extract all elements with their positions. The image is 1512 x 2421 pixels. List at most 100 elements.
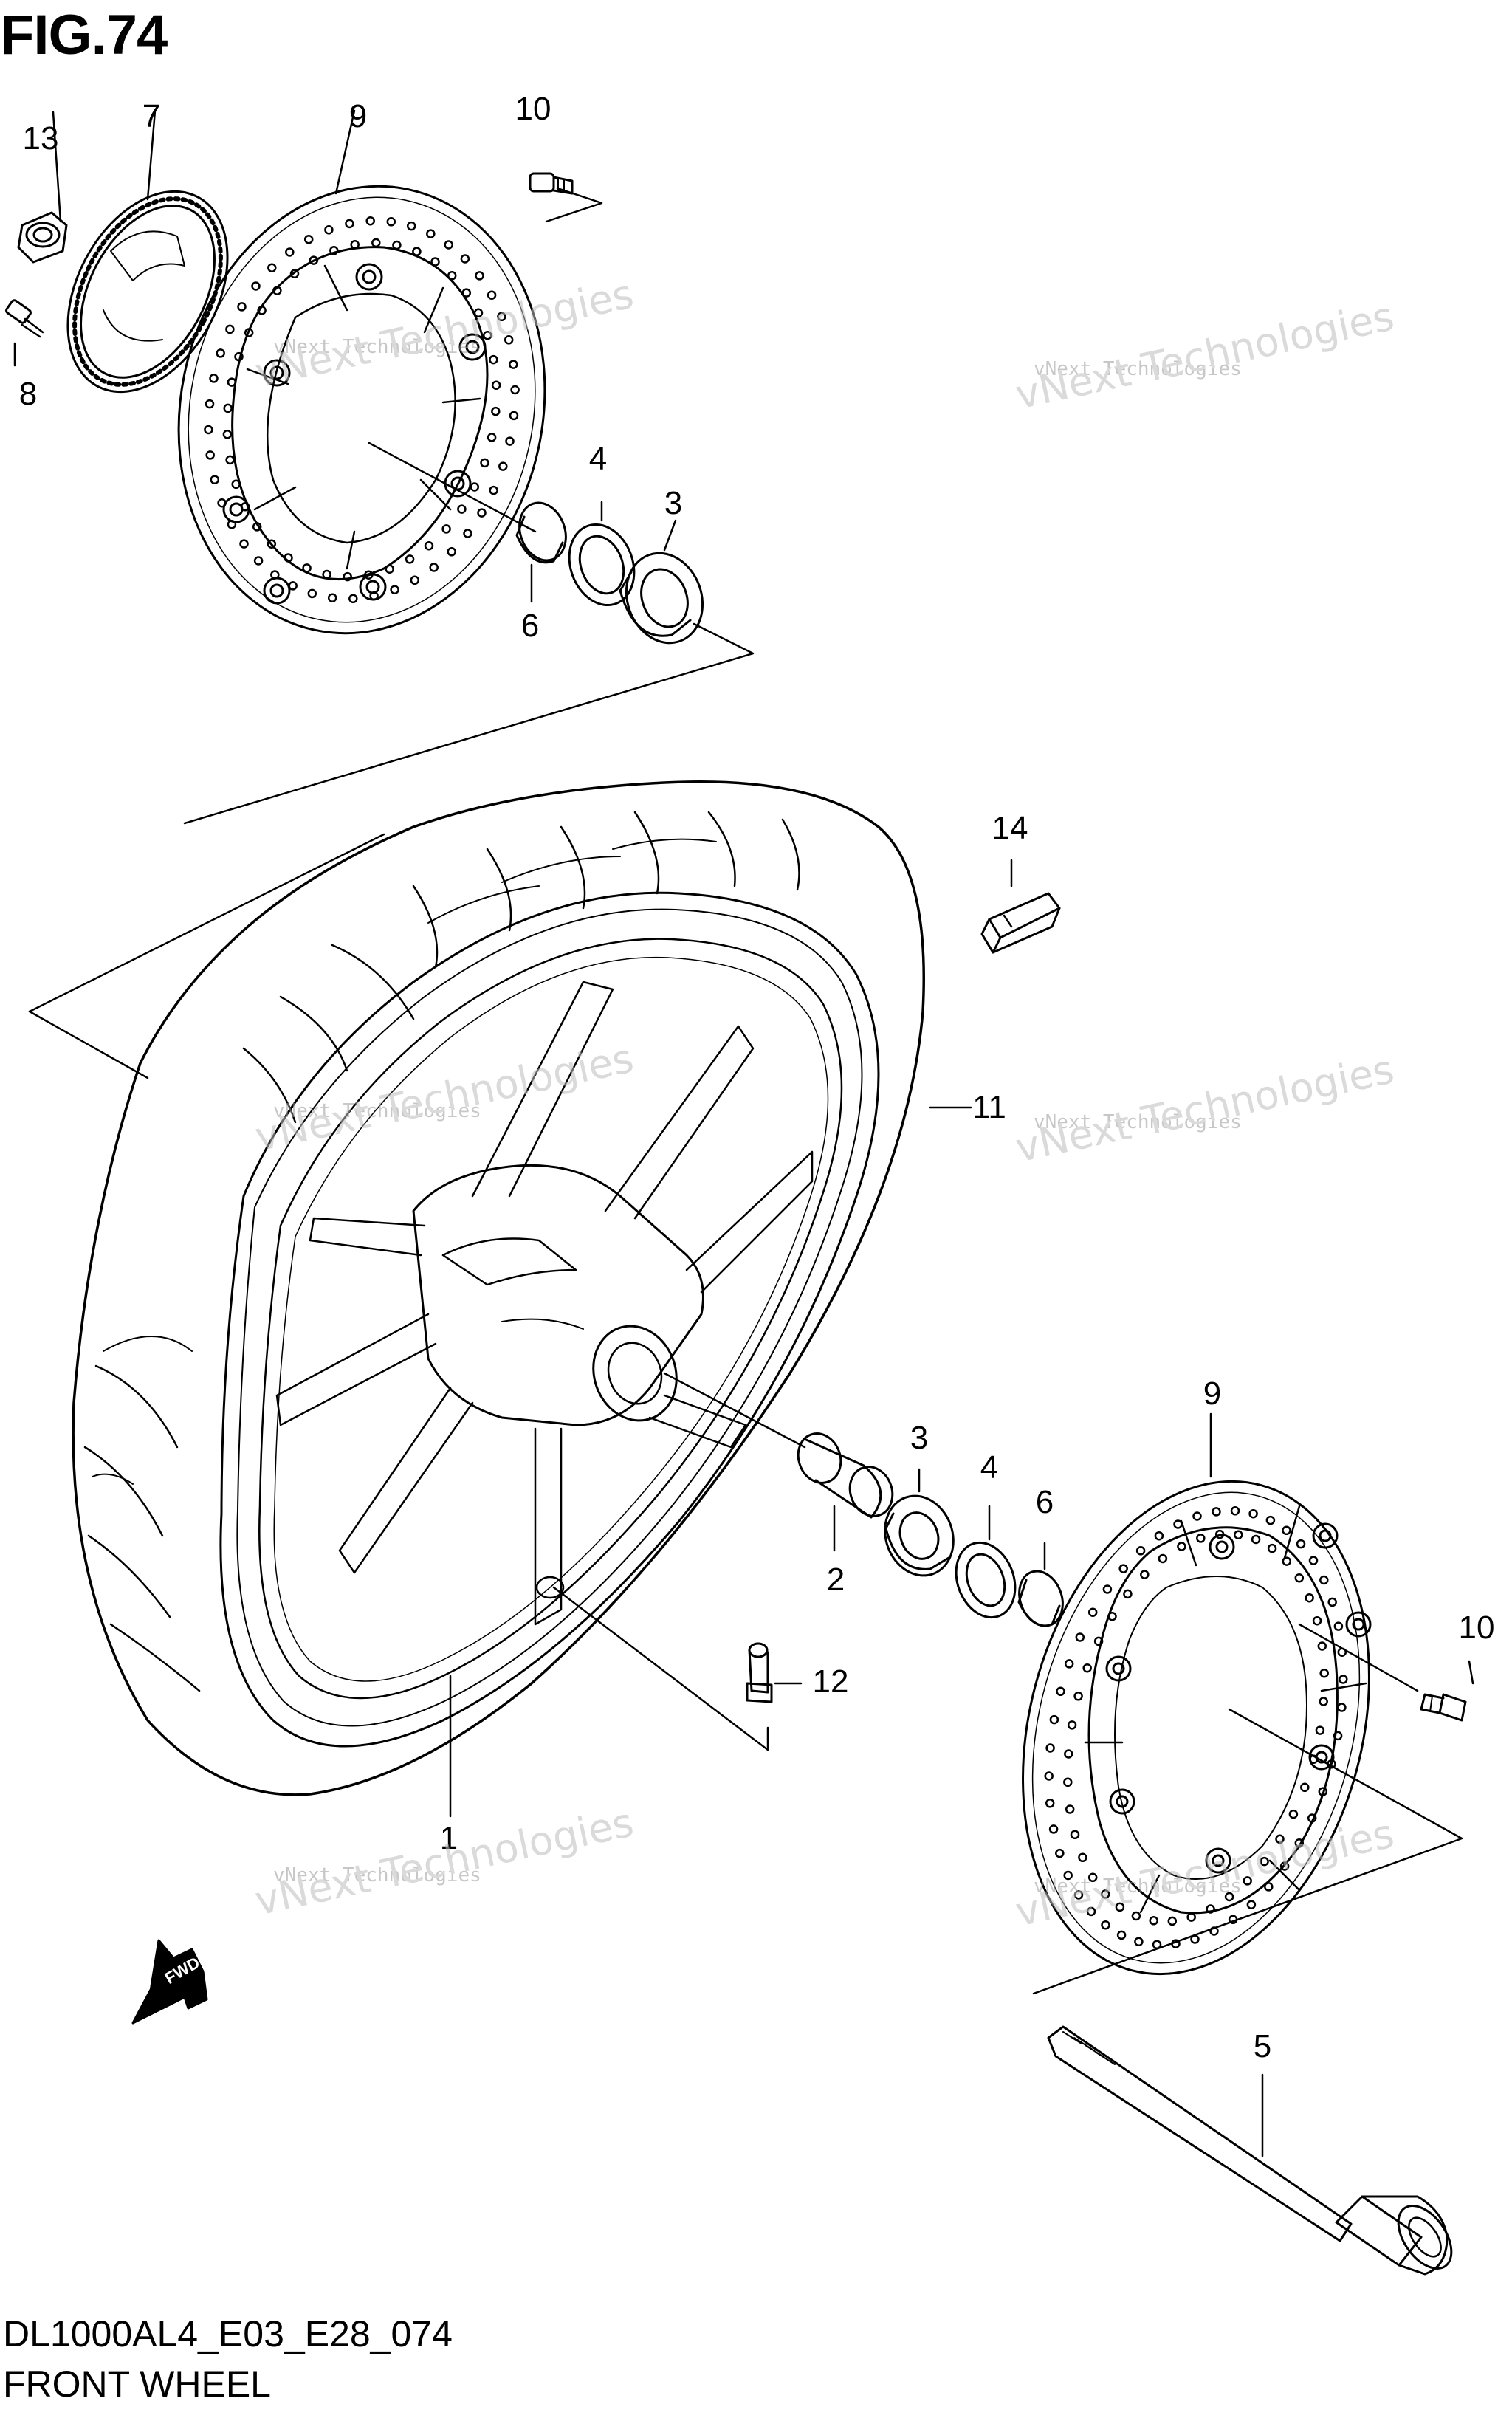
disc-hole [1297,1540,1305,1548]
disc-hole [411,577,419,584]
disc-hole [1188,1914,1195,1921]
disc-hole [205,426,212,433]
callout-10-lower: 10 [1458,1610,1495,1646]
disc-hole [505,336,512,343]
disc-hole [1194,1513,1201,1520]
disc-hole [476,272,484,279]
callout-14: 14 [992,810,1028,846]
disc-hole [1178,1543,1185,1551]
fwd-arrow-icon [133,1940,207,2023]
callout-6-upper: 6 [520,608,540,644]
disc-hole [1244,1877,1251,1884]
seal-4-upper [558,515,645,614]
disc-hole [443,525,450,532]
disc-hole [1135,1938,1142,1946]
disc-hole [1064,1779,1071,1786]
figure-title: FIG.74 [0,4,168,66]
nut-13 [18,213,66,262]
disc-hole [1316,1727,1324,1734]
disc-hole [506,438,514,445]
disc-hole [430,564,438,571]
disc-hole [1141,1571,1148,1579]
disc-hole [252,283,260,290]
axle-5 [1048,2027,1462,2278]
callout-9-lower: 9 [1203,1376,1222,1412]
disc-hole [1068,1721,1076,1728]
disc-hole [1306,1594,1313,1601]
disc-hole [207,451,214,459]
disc-hole [1335,1623,1342,1630]
disc-hole [498,313,505,320]
disc-hole [255,557,262,565]
spacer-6-lower [1012,1565,1071,1632]
disc-hole [478,509,486,517]
disc-hole [217,349,224,357]
disc-hole [309,590,316,597]
disc-hole [490,487,498,494]
disc-hole [305,236,312,243]
callout-4-upper: 4 [588,441,608,477]
bearing-3-lower [874,1486,964,1585]
disc-hole [1071,1831,1079,1838]
callout-9-upper: 9 [348,98,368,134]
disc-hole [499,463,506,470]
disc-hole [1250,1510,1257,1517]
disc-hole [1339,1676,1347,1683]
disc-hole [1120,1565,1127,1573]
disc-hole [1234,1531,1242,1539]
disc-hole [448,548,456,555]
disc-hole [1320,1698,1327,1706]
callout-7: 7 [142,98,161,134]
callout-4-lower: 4 [980,1449,999,1486]
disc-hole [1159,1555,1166,1562]
disc-hole [425,542,433,549]
disc-hole [488,292,495,299]
disc-hole [268,540,275,548]
disc-hole [1075,1891,1082,1898]
disc-hole [458,506,465,513]
disc-hole [406,555,413,563]
disc-hole [1079,1854,1086,1861]
disc-hole [1066,1806,1073,1813]
disc-hole [349,595,357,602]
callout-10-upper: 10 [515,91,551,127]
disc-hole [1051,1716,1058,1723]
brake-disc-upper [138,152,585,668]
disc-hole [388,218,395,225]
disc-hole [344,573,351,580]
spacer-6-upper [512,496,574,567]
disc-hole [1089,1609,1096,1616]
disc-hole [372,239,379,247]
disc-hole [1056,1850,1063,1857]
callout-11: 11 [972,1089,1006,1125]
disc-hole [445,241,453,249]
disc-hole [464,530,472,538]
disc-hole [1248,1901,1255,1909]
disc-hole [224,405,232,412]
disc-hole [210,374,218,382]
disc-hole [1329,1598,1336,1606]
disc-hole [1137,1547,1144,1554]
disc-hole [224,430,231,438]
disc-hole [291,270,298,278]
disc-hole [1045,1773,1053,1780]
disc-hole [489,356,497,363]
brake-disc-lower [971,1442,1422,2013]
disc-hole [488,433,495,441]
disc-hole [1276,1836,1284,1843]
disc-hole [391,586,399,594]
disc-hole [1087,1908,1095,1915]
disc-hole [1252,1536,1260,1543]
disc-hole [1075,1692,1082,1700]
disc-hole [1290,1810,1297,1818]
disc-hole [268,264,275,272]
disc-hole [206,400,213,408]
disc-hole [461,255,469,263]
disc-hole [1207,1906,1214,1913]
disc-hole [1116,1903,1124,1911]
valve-12 [747,1644,772,1702]
disc-hole [1226,1893,1233,1900]
disc-hole [1283,1558,1291,1565]
callout-1: 1 [439,1820,458,1856]
disc-hole [1050,1825,1057,1833]
